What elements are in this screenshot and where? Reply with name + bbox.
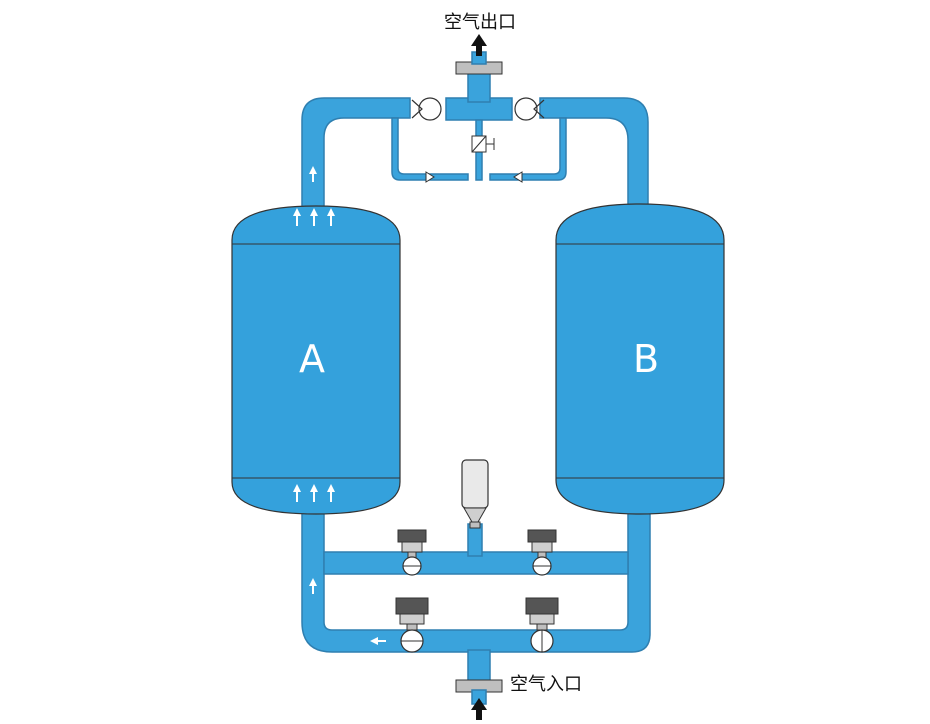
- arrow-up-icon: [310, 208, 318, 226]
- arrow-left-icon: [370, 637, 386, 645]
- arrow-up-icon: [309, 166, 317, 182]
- tank-a: [231, 205, 401, 515]
- arrow-up-icon: [327, 484, 335, 502]
- filter-icon: [461, 459, 489, 529]
- arrow-up-icon: [310, 484, 318, 502]
- pipe-inlet-stem: [467, 649, 491, 683]
- gauge-valve-icon: [527, 529, 557, 576]
- arrow-up-icon: [309, 578, 317, 594]
- outlet-arrow-icon: [471, 34, 487, 56]
- check-valve-icon: [425, 171, 435, 183]
- tank-a-label: A: [299, 337, 325, 381]
- check-valve-icon: [513, 171, 523, 183]
- ball-valve-icon: [525, 597, 559, 653]
- arrow-up-icon: [293, 484, 301, 502]
- pipe-purge-right: [489, 117, 567, 181]
- pipe-right-top-riser: [539, 97, 649, 206]
- inlet-arrow-icon: [471, 698, 487, 720]
- ball-valve-icon: [395, 597, 429, 653]
- pipe-left-top-riser: [301, 97, 411, 211]
- check-valve-icon: [514, 97, 545, 121]
- outlet-label: 空气出口: [444, 12, 516, 33]
- arrow-up-icon: [327, 208, 335, 226]
- check-valve-icon: [411, 97, 442, 121]
- purge-valve-icon: [471, 135, 495, 153]
- inlet-label: 空气入口: [510, 674, 582, 695]
- pipe-purge-left: [391, 117, 469, 181]
- arrow-up-icon: [293, 208, 301, 226]
- gauge-valve-icon: [397, 529, 427, 576]
- pipe-outlet-stem: [467, 71, 491, 103]
- pipe-filter-stem: [467, 523, 483, 557]
- tank-b-label: B: [633, 337, 659, 381]
- tank-b: [555, 203, 725, 515]
